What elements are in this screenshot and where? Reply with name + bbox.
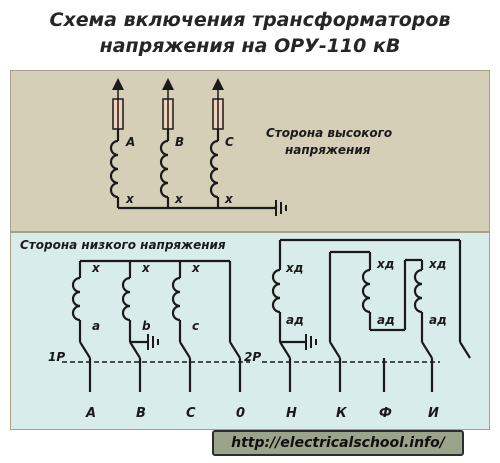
terminal-label-k: К xyxy=(336,406,348,421)
lv-coil-a-icon xyxy=(71,276,81,322)
lv-group1-outputs xyxy=(88,358,242,392)
hv-side-label-line-2: напряжения xyxy=(285,143,371,157)
lv-group2-wiring xyxy=(271,238,471,359)
hv-arrows xyxy=(112,78,224,99)
switch-1p-label: 1Р xyxy=(48,350,65,364)
lv-group2-outputs xyxy=(288,358,434,392)
terminal-label-0: 0 xyxy=(236,406,245,421)
terminal-label-b: В xyxy=(136,406,146,421)
source-url-badge[interactable]: http://electricalschool.info/ xyxy=(212,430,464,456)
hv-fuse-elements xyxy=(117,99,219,129)
terminal-label-c: С xyxy=(186,406,196,421)
hv-windings xyxy=(109,129,278,210)
hv-ground-icon xyxy=(275,200,287,216)
lv-coil-d1-icon xyxy=(271,268,281,314)
terminal-label-f: Ф xyxy=(379,406,392,421)
title-line-2: напряжения на ОРУ-110 кВ xyxy=(99,35,401,57)
lv-side-label: Сторона низкого напряжения xyxy=(20,238,226,252)
hv-side-label-line-1: Сторона высокого xyxy=(266,126,392,140)
hv-label-a: А xyxy=(125,135,135,149)
lv-group1-wiring xyxy=(71,259,241,359)
lv-group1-top-label-2: х xyxy=(141,261,151,275)
lv-group1-bottom-label-2: b xyxy=(142,319,151,333)
hv-coil-b-icon xyxy=(159,139,169,199)
hv-end-label-1: х xyxy=(125,192,135,206)
lv-group1-top-label-3: х xyxy=(191,261,201,275)
lv-coil-d3-icon xyxy=(413,268,423,314)
terminal-label-n: Н xyxy=(286,406,297,421)
lv-group1-top-label-1: х xyxy=(91,261,101,275)
hv-label-c: С xyxy=(225,135,234,149)
lv-group2-top-label-1: хд xyxy=(285,261,303,275)
hv-coil-a-icon xyxy=(109,139,119,199)
switch-2p-label: 2Р xyxy=(244,350,261,364)
hv-end-label-2: х xyxy=(174,192,184,206)
lv-group1-ground-icon xyxy=(147,334,159,350)
hv-coil-c-icon xyxy=(209,139,219,199)
title-line-1: Схема включения трансформаторов xyxy=(49,9,451,31)
terminal-label-i: И xyxy=(428,406,439,421)
terminal-label-a: А xyxy=(85,406,96,421)
hv-label-b: В xyxy=(175,135,184,149)
lv-coil-b-icon xyxy=(121,276,131,322)
high-voltage-panel xyxy=(10,70,490,232)
lv-group1-bottom-label-1: а xyxy=(92,319,100,333)
lv-group2-top-label-3: хд xyxy=(428,257,446,271)
lv-group2-ground-icon xyxy=(305,334,317,350)
lv-group2-bottom-label-1: ад xyxy=(286,313,304,327)
lv-group2-top-label-2: хд xyxy=(376,257,394,271)
lv-coil-d2-icon xyxy=(361,268,371,314)
lv-group2-bottom-label-2: ад xyxy=(377,313,395,327)
lv-group1-bottom-label-3: с xyxy=(192,319,199,333)
low-voltage-panel xyxy=(10,232,490,430)
hv-end-label-3: х xyxy=(224,192,234,206)
lv-coil-c-icon xyxy=(171,276,181,322)
lv-group2-bottom-label-3: ад xyxy=(429,313,447,327)
